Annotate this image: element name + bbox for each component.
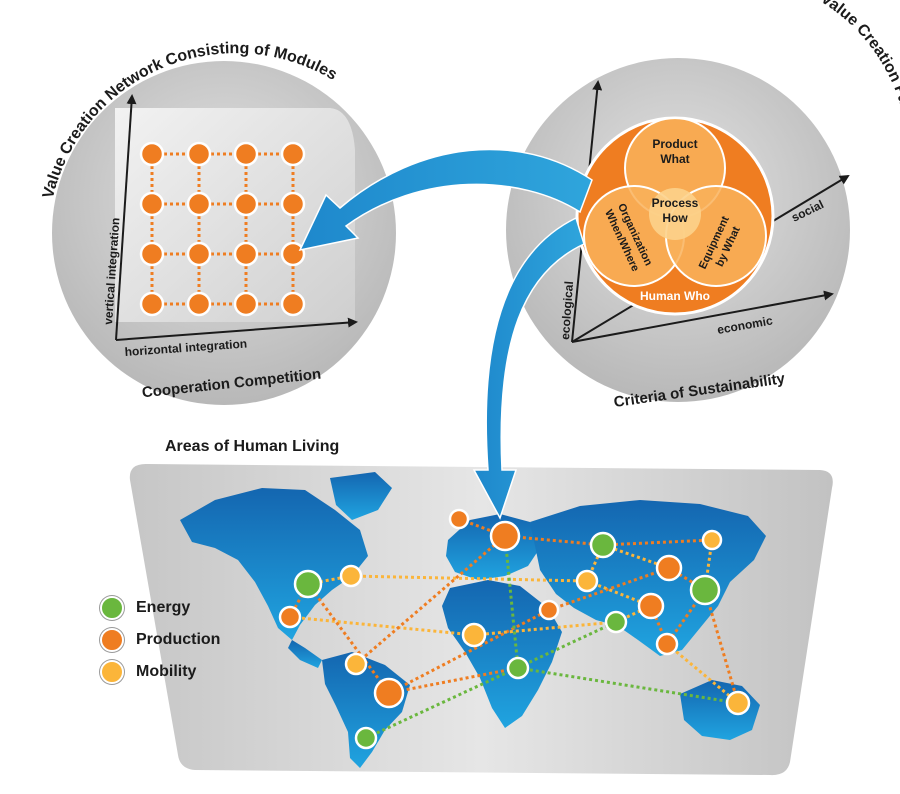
production-dot-icon — [100, 628, 124, 652]
module-node — [186, 191, 212, 217]
product-label: Product — [652, 137, 697, 151]
module-node — [280, 191, 306, 217]
map-link — [365, 620, 617, 740]
module-node — [139, 291, 165, 317]
map-link — [388, 666, 519, 695]
economic-axis — [571, 290, 834, 343]
mobility-dot-icon — [100, 660, 124, 684]
vertical-axis — [115, 94, 137, 341]
map-node — [538, 599, 560, 621]
map-legend: Energy Production Mobility — [100, 592, 220, 688]
legend-label: Production — [136, 631, 221, 648]
map-node — [344, 652, 368, 676]
map-title: Areas of Human Living — [165, 438, 339, 455]
map-node — [278, 605, 302, 629]
map-node — [604, 610, 628, 634]
module-node — [139, 191, 165, 217]
map-nodes — [278, 508, 751, 750]
map-node — [575, 569, 599, 593]
map-node — [293, 569, 323, 599]
map-node — [448, 508, 470, 530]
map-node — [589, 531, 617, 559]
map-node — [373, 677, 405, 709]
central-america-shape — [288, 640, 322, 668]
curved-arrow-icon — [472, 216, 585, 520]
horizontal-axis — [115, 317, 358, 341]
map-panel: Areas of Human Living — [129, 438, 833, 776]
north-america-shape — [180, 488, 368, 640]
map-link — [503, 535, 520, 669]
map-node — [655, 632, 679, 656]
map-node — [689, 574, 721, 606]
module-node — [139, 241, 165, 267]
map-node — [506, 656, 530, 680]
module-node — [280, 291, 306, 317]
map-link — [355, 534, 506, 666]
greenland-shape — [330, 472, 392, 520]
energy-dot-icon — [100, 596, 124, 620]
map-link — [703, 589, 740, 704]
map-link — [602, 538, 713, 547]
map-link — [289, 615, 475, 637]
human-label: Human Who — [640, 289, 710, 303]
module-panel: Product What Process How Organization Wh… — [506, 0, 900, 411]
module-node — [139, 141, 165, 167]
map-link — [517, 666, 739, 705]
africa-shape — [442, 580, 562, 728]
module-circle: Product What Process How Organization Wh… — [575, 116, 775, 316]
module-node — [280, 141, 306, 167]
map-node — [725, 690, 751, 716]
module-node — [280, 241, 306, 267]
process-core — [649, 188, 701, 240]
map-node — [339, 564, 363, 588]
map-link — [388, 608, 550, 695]
module-node — [186, 291, 212, 317]
map-node — [655, 554, 683, 582]
product-sublabel: What — [660, 152, 689, 166]
module-node — [186, 241, 212, 267]
map-node — [701, 529, 723, 551]
curved-arrow-icon — [298, 148, 593, 252]
process-label: Process — [652, 196, 699, 210]
map-link — [306, 583, 391, 694]
module-node — [233, 141, 259, 167]
legend-item-energy: Energy — [100, 592, 220, 624]
legend-item-mobility: Mobility — [100, 656, 220, 688]
map-node — [354, 726, 378, 750]
map-link — [504, 534, 604, 547]
legend-label: Energy — [136, 599, 191, 616]
ecological-label: ecological — [558, 281, 576, 341]
legend-label: Mobility — [136, 663, 197, 680]
module-node — [233, 191, 259, 217]
map-node — [489, 520, 521, 552]
process-sublabel: How — [662, 211, 688, 225]
module-node — [186, 141, 212, 167]
module-node — [233, 241, 259, 267]
map-node — [637, 592, 665, 620]
module-node — [233, 291, 259, 317]
module-grid — [139, 141, 306, 317]
map-node — [461, 622, 487, 648]
legend-item-production: Production — [100, 624, 220, 656]
